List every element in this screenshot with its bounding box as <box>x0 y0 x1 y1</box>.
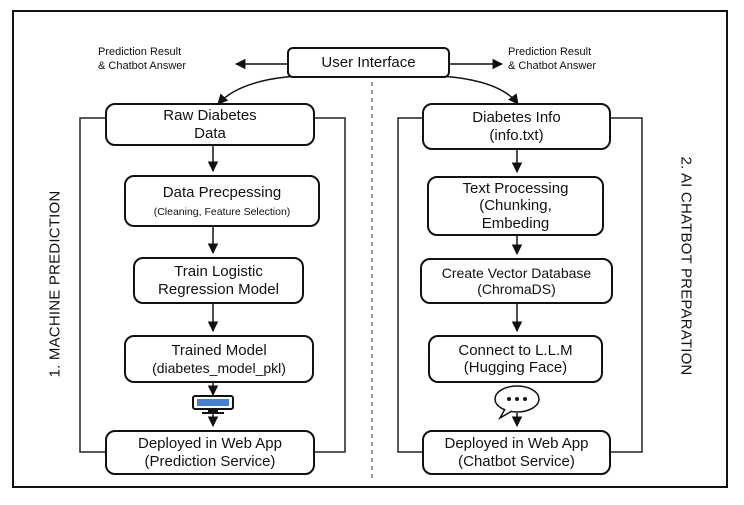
right-step-3-title: Create Vector Database <box>441 264 592 281</box>
right-step-5-sub: (Chatbot Service) <box>458 452 575 470</box>
left-step-deployed: Deployed in Web App (Prediction Service) <box>105 430 315 475</box>
left-step-trained-model: Trained Model (diabetes_model_pkl) <box>124 335 314 383</box>
caption-left: Prediction Result & Chatbot Answer <box>98 46 186 74</box>
right-step-diabetes-info: Diabetes Info (info.txt) <box>422 103 611 150</box>
arrow-ui-to-left <box>217 75 298 105</box>
right-step-text-processing: Text Processing (Chunking, Embeding <box>427 176 604 236</box>
caption-right-line1: Prediction Result <box>508 46 592 58</box>
right-step-1-title: Diabetes Info <box>472 109 561 127</box>
right-step-3-sub: (ChromaDS) <box>477 281 556 297</box>
right-step-vector-db: Create Vector Database (ChromaDS) <box>420 258 613 304</box>
right-step-deployed: Deployed in Web App (Chatbot Service) <box>422 430 611 475</box>
diagram-frame <box>12 10 728 488</box>
caption-left-line2: & Chatbot Answer <box>98 59 187 72</box>
left-step-3-sub: Regression Model <box>158 280 279 298</box>
left-step-1-sub: Data <box>194 124 226 142</box>
right-step-2-sub: (Chunking, <box>479 197 552 215</box>
left-step-raw-data: Raw Diabetes Data <box>105 103 315 146</box>
right-step-4-sub: (Hugging Face) <box>463 359 568 376</box>
caption-right: Prediction Result & Chatbot Answer <box>508 46 596 74</box>
left-section-title: 1. MACHINE PREDICTION <box>46 190 64 378</box>
right-step-2-title: Text Processing <box>462 180 569 198</box>
arrow-ui-to-right <box>439 75 519 105</box>
user-interface-label: User Interface <box>321 53 416 71</box>
left-step-3-title: Train Logistic <box>174 263 263 281</box>
right-step-2-sub2: Embeding <box>481 214 550 232</box>
right-step-1-sub: (info.txt) <box>489 126 544 144</box>
right-section-title: 2. AI CHATBOT PREPARATION <box>677 156 695 376</box>
left-step-5-sub: (Prediction Service) <box>144 452 276 470</box>
right-step-connect-llm: Connect to L.L.M (Hugging Face) <box>428 335 603 383</box>
left-step-5-title: Deployed in Web App <box>138 435 282 453</box>
computer-monitor-icon <box>192 395 234 414</box>
caption-right-line2: & Chatbot Answer <box>508 59 597 72</box>
right-step-5-title: Deployed in Web App <box>444 435 589 453</box>
left-step-2-title: Data Precpessing <box>162 184 282 202</box>
left-step-2-sub: (Cleaning, Feature Selection) <box>153 205 291 218</box>
left-step-1-title: Raw Diabetes <box>163 107 257 125</box>
left-step-4-title: Trained Model <box>171 342 267 360</box>
left-step-4-sub: (diabetes_model_pkl) <box>152 359 286 376</box>
left-step-preprocessing: Data Precpessing (Cleaning, Feature Sele… <box>124 175 320 227</box>
left-step-train-model: Train Logistic Regression Model <box>133 257 304 304</box>
caption-left-line1: Prediction Result <box>98 46 182 58</box>
user-interface-box: User Interface <box>287 47 450 78</box>
right-step-4-title: Connect to L.L.M <box>458 341 573 359</box>
left-section-bracket <box>79 117 346 453</box>
chat-bubble-icon <box>494 385 540 421</box>
right-section-bracket <box>397 117 643 453</box>
